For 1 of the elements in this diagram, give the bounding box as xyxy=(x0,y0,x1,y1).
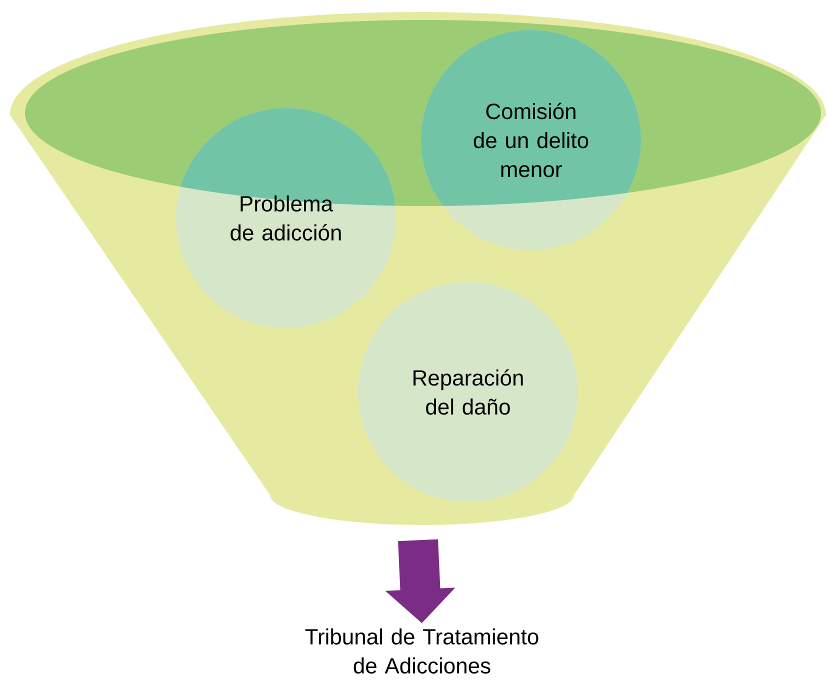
result-text: Tribunal de Tratamiento de Adicciones xyxy=(305,628,538,674)
